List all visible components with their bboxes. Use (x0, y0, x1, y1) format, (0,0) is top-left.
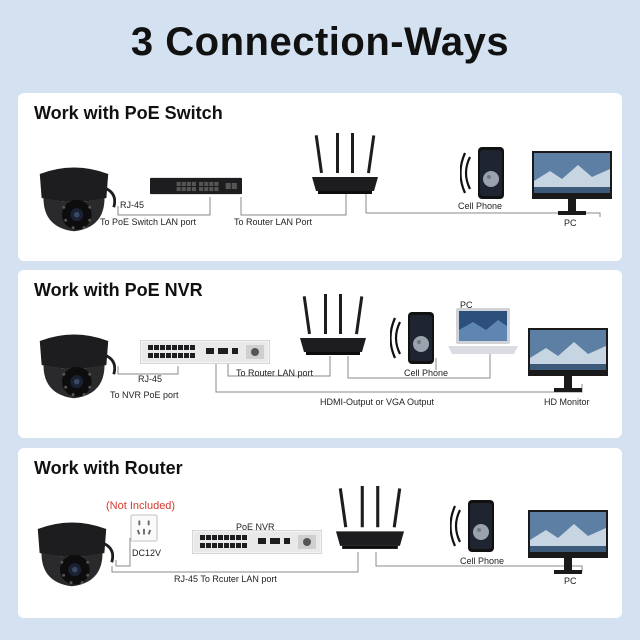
panel-title: Work with PoE Switch (34, 103, 223, 123)
cell-phone-icon (460, 145, 520, 201)
cell-phone-label: Cell Phone (460, 556, 505, 566)
poe-nvr-icon (140, 340, 270, 364)
hd-monitor-label: HD Monitor (544, 397, 590, 407)
connection-wires (117, 193, 601, 217)
router-icon (330, 486, 410, 552)
page-title: 3 Connection-Ways (130, 20, 510, 64)
cell-phone-icon (390, 310, 450, 366)
panel-router: Work with Router (Not Included) DC12V Po… (18, 448, 622, 618)
cell-phone-label: Cell Phone (404, 368, 449, 378)
pc-monitor-icon (532, 151, 612, 217)
connection-wires (111, 538, 583, 573)
poe-switch-icon (150, 175, 242, 197)
hdmi-vga-label: HDMI-Output or VGA Output (320, 397, 435, 407)
panel-title: Work with PoE NVR (34, 280, 203, 300)
pc-monitor-icon (528, 510, 608, 576)
pc-label: PC (564, 218, 577, 228)
panel-title: Work with Router (34, 458, 183, 478)
to-router-lan-label: To Router LAN Port (234, 217, 313, 227)
to-switch-lan-label: To PoE Switch LAN port (100, 217, 197, 227)
router-icon (296, 294, 370, 358)
to-router-lan-label: To Router LAN port (236, 368, 314, 378)
laptop-icon (448, 308, 518, 358)
hd-monitor-icon (528, 328, 608, 394)
poe-nvr-icon (192, 530, 322, 554)
camera-icon (32, 328, 116, 402)
panel-poe-nvr: Work with PoE NVR RJ-45 To NVR PoE port … (18, 270, 622, 438)
router-icon (308, 133, 382, 197)
cell-phone-icon (450, 498, 510, 554)
dc12v-label: DC12V (132, 548, 162, 558)
pc-label: PC (460, 300, 473, 310)
cell-phone-label: Cell Phone (458, 201, 503, 211)
power-outlet-icon (130, 514, 158, 542)
rj45-label: RJ-45 (138, 374, 163, 384)
pc-label: PC (564, 576, 577, 586)
camera-icon (30, 516, 114, 590)
poe-nvr-label: PoE NVR (236, 522, 275, 532)
not-included-label: (Not Included) (106, 500, 176, 512)
rj45-label: RJ-45 (120, 200, 145, 210)
to-nvr-poe-label: To NVR PoE port (110, 390, 179, 400)
panel-poe-switch: Work with PoE Switch RJ-45 To PoE Switch… (18, 93, 622, 261)
rj45-router-lan-label: RJ-45 To Rcuter LAN port (174, 574, 277, 584)
